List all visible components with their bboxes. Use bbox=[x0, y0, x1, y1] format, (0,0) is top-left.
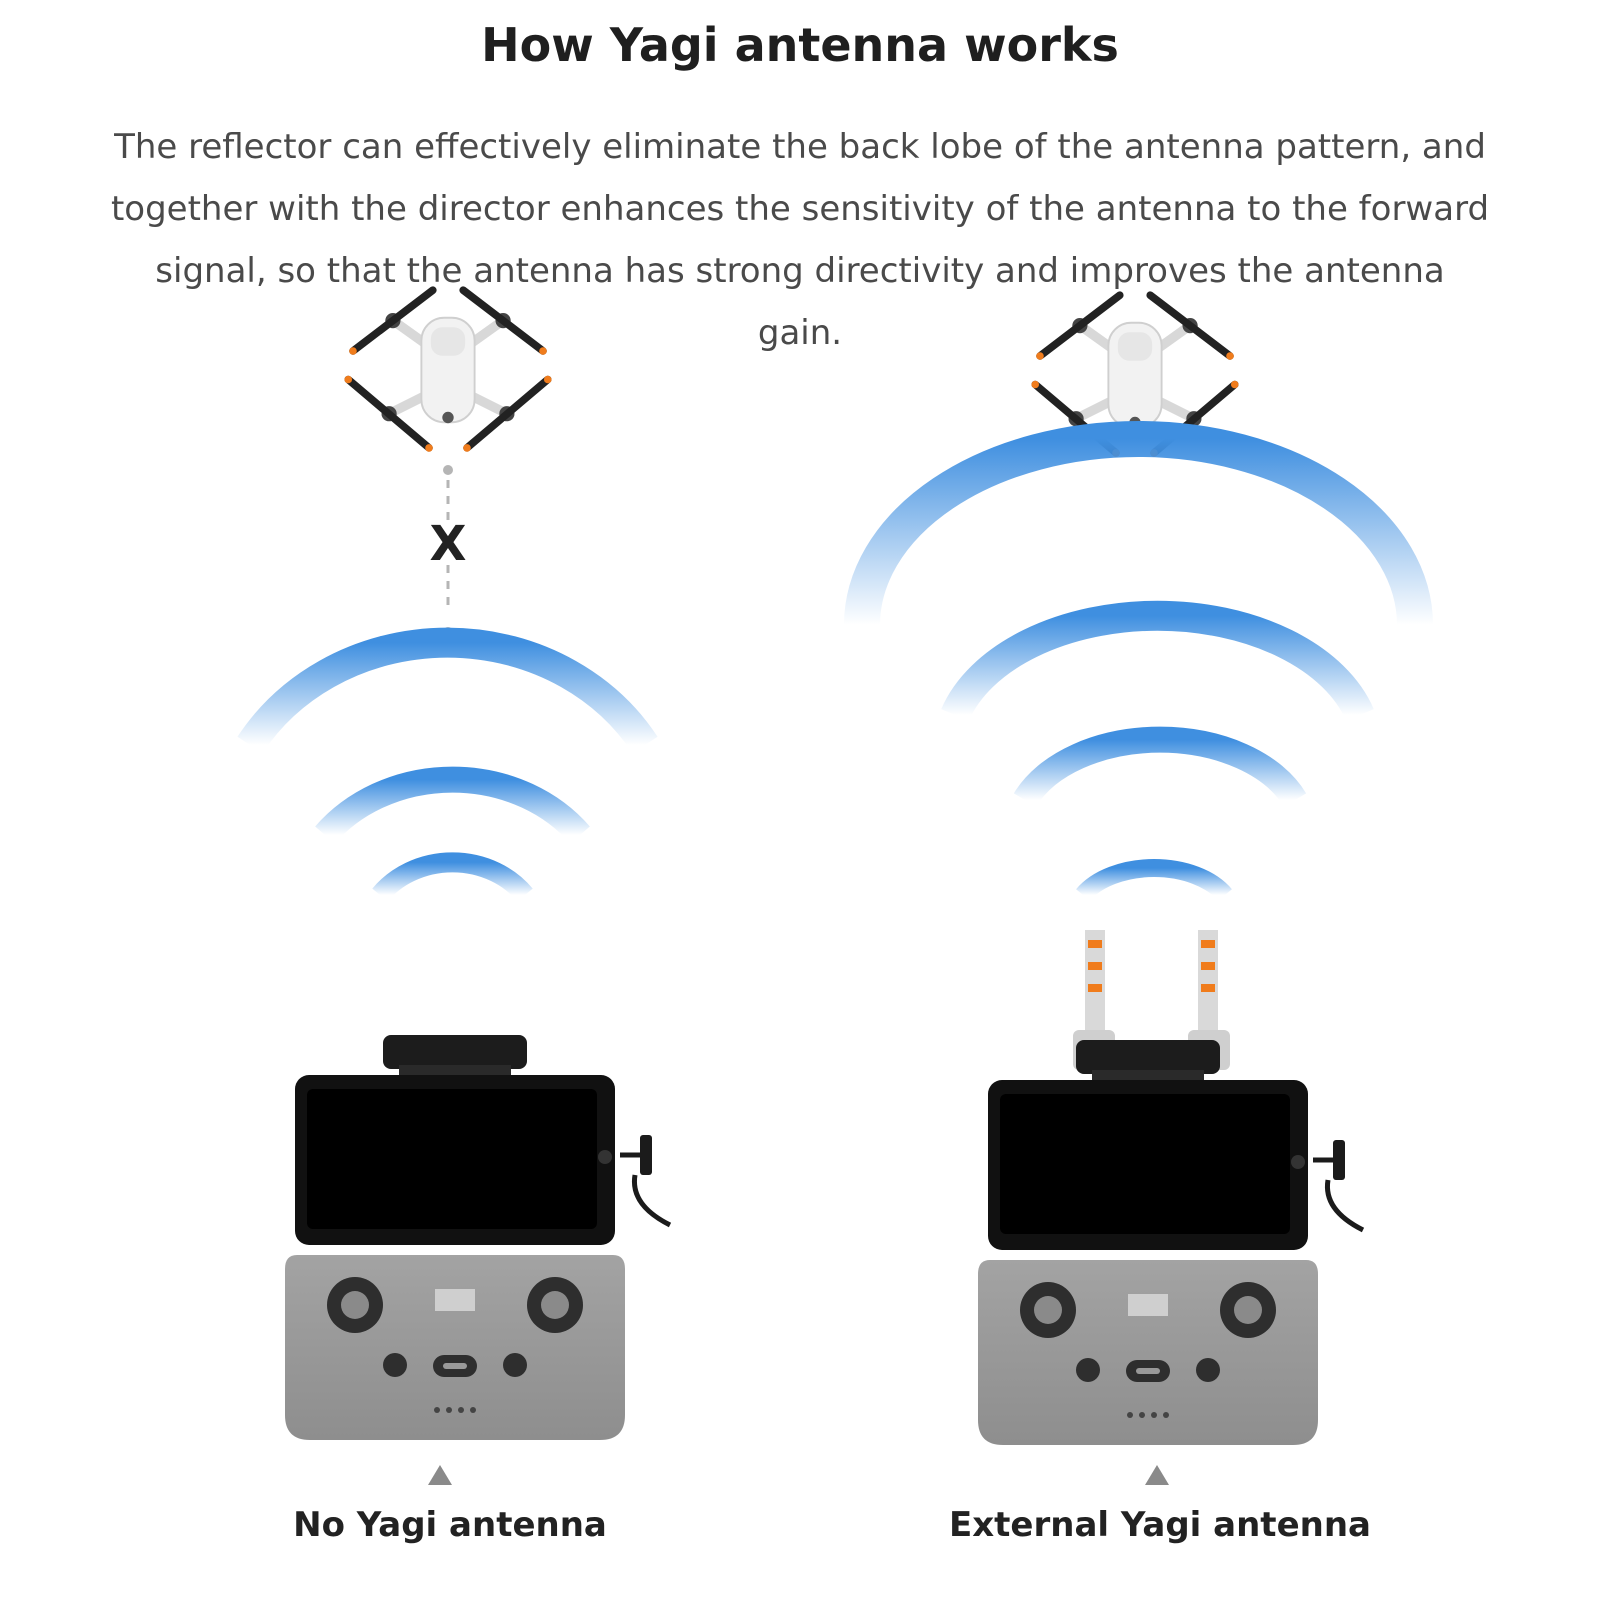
caption-no-yagi: No Yagi antenna bbox=[150, 1505, 750, 1545]
caption-external-yagi: External Yagi antenna bbox=[860, 1505, 1460, 1545]
blocked-mark: X bbox=[429, 516, 466, 572]
triangle-pointer-icon bbox=[1145, 1465, 1169, 1485]
remote-controller-icon bbox=[978, 1040, 1363, 1445]
drone-icon bbox=[344, 290, 551, 452]
wifi-signal-icon bbox=[862, 439, 1415, 895]
remote-controller-icon bbox=[285, 1035, 670, 1440]
wifi-signal-icon bbox=[250, 643, 645, 895]
triangle-pointer-icon bbox=[428, 1465, 452, 1485]
